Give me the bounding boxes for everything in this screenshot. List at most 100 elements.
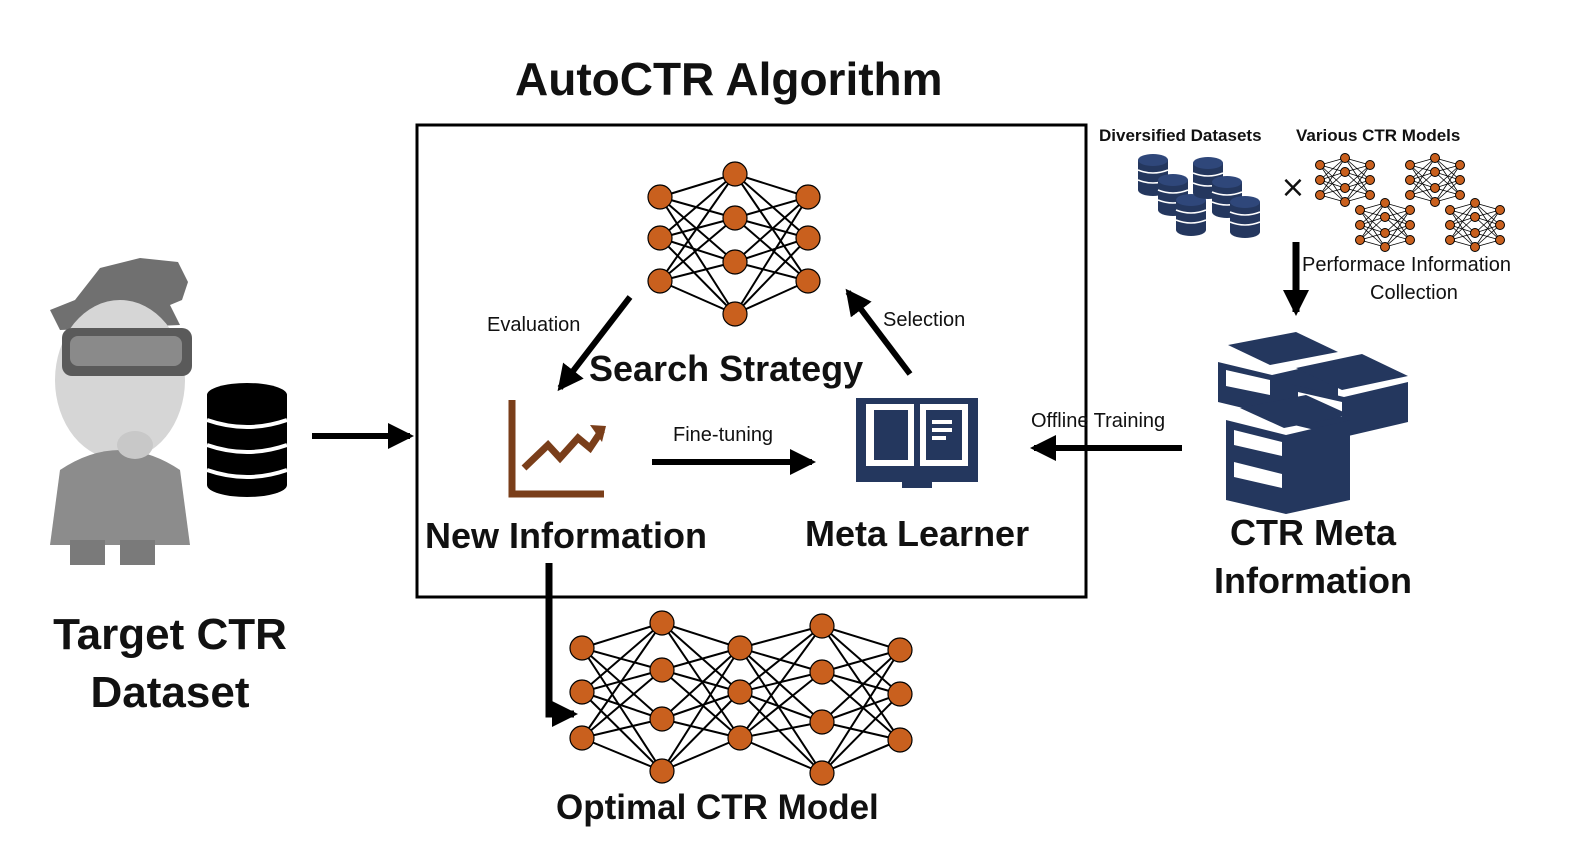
network-edge bbox=[661, 647, 741, 720]
network-edge bbox=[581, 647, 663, 772]
network-edge bbox=[661, 647, 741, 671]
network-node bbox=[1470, 242, 1480, 252]
network-edge bbox=[734, 280, 809, 315]
optimal-model-label: Optimal CTR Model bbox=[556, 788, 879, 827]
network-node bbox=[1405, 205, 1415, 215]
selection-label: Selection bbox=[883, 309, 966, 331]
diversified-datasets-icon bbox=[1137, 154, 1261, 238]
arrow-to-optimal-model bbox=[545, 563, 578, 727]
network-edge bbox=[659, 280, 736, 315]
network-node bbox=[1405, 235, 1415, 245]
network-edge bbox=[661, 669, 741, 693]
database-icon bbox=[206, 383, 288, 497]
network-node bbox=[649, 610, 675, 636]
database-cylinder-ring bbox=[1137, 169, 1169, 174]
network-node bbox=[569, 725, 595, 751]
network-edge bbox=[739, 737, 823, 774]
network-edge bbox=[1384, 209, 1411, 234]
network-edge bbox=[739, 647, 823, 723]
network-node bbox=[649, 758, 675, 784]
network-node bbox=[1315, 160, 1325, 170]
network-node bbox=[647, 184, 673, 210]
various-models-icon bbox=[1315, 153, 1505, 252]
network-edge bbox=[821, 721, 901, 741]
network-edge bbox=[1449, 216, 1476, 241]
target-dataset-label-line2: Dataset bbox=[90, 668, 250, 717]
network-edge bbox=[1434, 164, 1461, 189]
network-edge bbox=[734, 237, 809, 263]
network-edge bbox=[661, 622, 741, 693]
optimal-model-network-icon bbox=[569, 610, 913, 786]
network-node bbox=[1495, 235, 1505, 245]
network-edge bbox=[821, 739, 901, 774]
network-edge bbox=[659, 196, 736, 263]
network-node bbox=[1455, 160, 1465, 170]
network-edge bbox=[659, 217, 736, 282]
network-node bbox=[809, 659, 835, 685]
network-node bbox=[727, 635, 753, 661]
network-node bbox=[1355, 220, 1365, 230]
network-edge bbox=[821, 649, 901, 673]
network-edge bbox=[1319, 157, 1346, 181]
network-edge bbox=[821, 649, 901, 723]
database-cylinder-ring bbox=[1229, 211, 1261, 216]
network-edge bbox=[1474, 224, 1501, 248]
network-edge bbox=[659, 173, 736, 198]
network-edge bbox=[734, 237, 809, 315]
database-cylinder-ring bbox=[1175, 209, 1207, 214]
network-node bbox=[649, 706, 675, 732]
network-edge bbox=[661, 691, 741, 772]
network-node bbox=[1315, 175, 1325, 185]
network-edge bbox=[1384, 224, 1411, 248]
network-node bbox=[1380, 242, 1390, 252]
network-edge bbox=[739, 625, 823, 693]
network-node bbox=[1495, 205, 1505, 215]
network-edge bbox=[1474, 209, 1501, 234]
database-cylinder-ring bbox=[1175, 219, 1207, 224]
database-cylinder-ring bbox=[1211, 191, 1243, 196]
network-edge bbox=[1384, 202, 1411, 226]
network-node bbox=[1355, 205, 1365, 215]
network-edge bbox=[821, 693, 901, 723]
network-node bbox=[1380, 212, 1390, 222]
network-node bbox=[1380, 198, 1390, 208]
ctr-meta-label-line2: Information bbox=[1214, 560, 1412, 601]
network-node bbox=[1405, 220, 1415, 230]
network-edge bbox=[739, 671, 823, 739]
network-edge bbox=[661, 622, 741, 649]
fine-tuning-label: Fine-tuning bbox=[673, 424, 774, 446]
times-symbol: × bbox=[1280, 170, 1305, 205]
network-node bbox=[727, 679, 753, 705]
database-cylinder-ring bbox=[1157, 189, 1189, 194]
network-edge bbox=[734, 173, 809, 239]
network-node bbox=[1470, 228, 1480, 238]
network-edge bbox=[659, 173, 736, 282]
network-node bbox=[795, 225, 821, 251]
offline-training-label: Offline Training bbox=[1031, 410, 1166, 432]
network-node bbox=[1405, 175, 1415, 185]
network-edge bbox=[1449, 202, 1476, 226]
network-node bbox=[647, 268, 673, 294]
network-node bbox=[1340, 167, 1350, 177]
database-cylinder-top bbox=[1138, 154, 1168, 166]
network-edge bbox=[821, 671, 901, 695]
network-node bbox=[1355, 235, 1365, 245]
network-edge bbox=[1434, 164, 1461, 203]
network-node bbox=[1405, 160, 1415, 170]
network-node bbox=[1445, 235, 1455, 245]
network-edge bbox=[1344, 179, 1371, 203]
book-icon bbox=[856, 398, 978, 488]
network-edge bbox=[659, 196, 736, 315]
ctr-meta-label-line1: CTR Meta bbox=[1229, 512, 1396, 553]
network-edge bbox=[581, 647, 663, 720]
diagram-title: AutoCTR Algorithm bbox=[515, 53, 943, 105]
meta-learner-label: Meta Learner bbox=[805, 513, 1030, 554]
network-node bbox=[647, 225, 673, 251]
network-edge bbox=[1344, 157, 1371, 181]
network-node bbox=[1380, 228, 1390, 238]
network-edge bbox=[659, 237, 736, 315]
database-cylinder-top bbox=[1193, 157, 1223, 169]
network-edge bbox=[1359, 224, 1386, 248]
network-edge bbox=[1319, 179, 1346, 203]
